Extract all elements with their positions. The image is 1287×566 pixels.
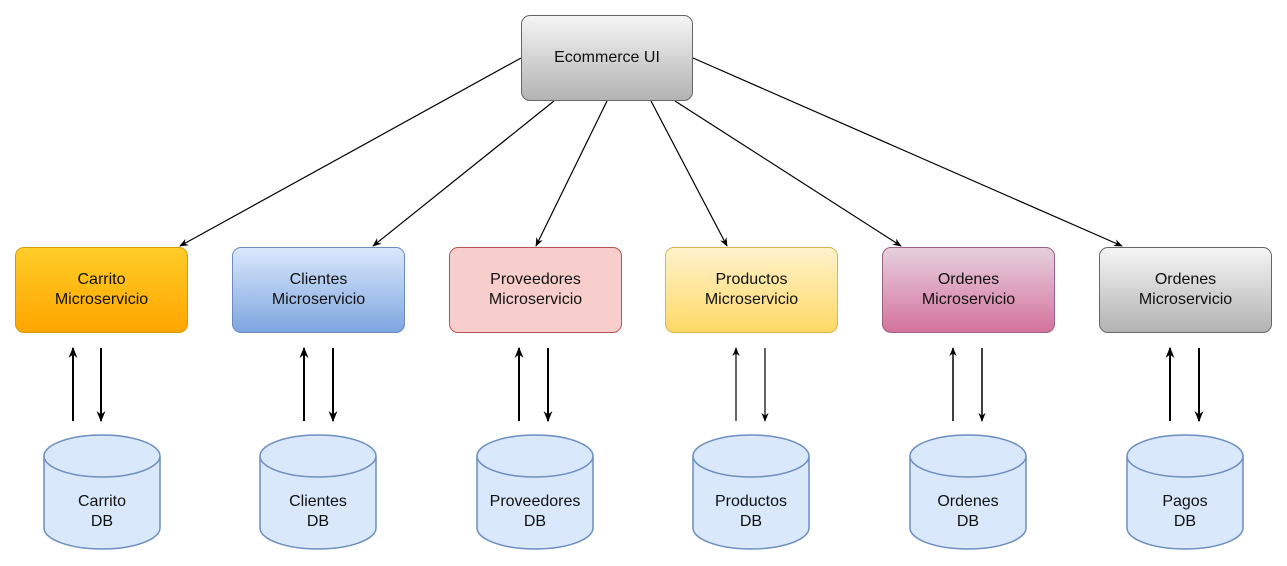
productos-service-node[interactable]: Productos Microservicio [665,247,838,333]
ordenes-db-name: Ordenes [937,493,999,510]
carrito-service-node[interactable]: Carrito Microservicio [15,247,188,333]
edge-ui-clientes [372,100,555,247]
ordenes-db-type: DB [956,513,980,530]
edge-ui-productos [650,100,728,247]
clientes-service-name: Clientes [289,271,348,288]
db-cylinder-ordenes [909,434,1027,550]
carrito-service-label: Carrito Microservicio [55,270,148,310]
proveedores-service-type: Microservicio [488,291,583,308]
carrito-db-name: Carrito [77,493,126,510]
carrito-service-type: Microservicio [54,291,149,308]
edge-ui-proveedores [535,100,608,247]
edge-ui-ordenes-2 [692,57,1123,247]
pagos-db-label: Pagos DB [1127,492,1243,532]
productos-db-name: Productos [714,493,788,510]
proveedores-db-type: DB [523,513,547,530]
ordenes-db-label: Ordenes DB [910,492,1026,532]
carrito-db-type: DB [90,513,114,530]
ordenes-service-label-2: Ordenes Microservicio [1139,270,1232,310]
clientes-service-node[interactable]: Clientes Microservicio [232,247,405,333]
db-cylinder-pagos [1126,434,1244,550]
pagos-db-type: DB [1173,513,1197,530]
ecommerce-ui-label: Ecommerce UI [554,49,660,66]
clientes-db-label: Clientes DB [260,492,376,532]
ordenes-service-type-2: Microservicio [1138,291,1233,308]
productos-db-type: DB [739,513,763,530]
edge-ui-ordenes [674,100,902,247]
productos-service-name: Productos [715,271,788,288]
service-db-edges [68,346,1204,423]
carrito-db-label: Carrito DB [44,492,160,532]
productos-service-label: Productos Microservicio [705,270,798,310]
proveedores-db-name: Proveedores [489,493,581,510]
proveedores-db-label: Proveedores DB [477,492,593,532]
proveedores-service-label: Proveedores Microservicio [489,270,582,310]
proveedores-service-name: Proveedores [490,271,581,288]
ecommerce-ui-node[interactable]: Ecommerce UI [521,15,693,101]
clientes-db-name: Clientes [289,493,347,510]
db-cylinder-carrito [43,434,161,550]
clientes-db-type: DB [306,513,330,530]
pagos-db-name: Pagos [1162,493,1208,510]
ui-to-service-edges [179,57,1123,247]
ordenes-service-name-2: Ordenes [1154,271,1217,288]
ordenes-service-type: Microservicio [921,291,1016,308]
carrito-service-name: Carrito [77,271,126,288]
db-cylinder-proveedores [476,434,594,550]
ordenes-service-label: Ordenes Microservicio [922,270,1015,310]
ordenes-service-name: Ordenes [937,271,1000,288]
proveedores-service-node[interactable]: Proveedores Microservicio [449,247,622,333]
edge-ui-carrito [179,57,522,247]
productos-service-type: Microservicio [704,291,799,308]
db-cylinder-productos [692,434,810,550]
clientes-service-type: Microservicio [271,291,366,308]
db-cylinder-clientes [259,434,377,550]
ordenes-service-node-2[interactable]: Ordenes Microservicio [1099,247,1272,333]
clientes-service-label: Clientes Microservicio [272,270,365,310]
productos-db-label: Productos DB [693,492,809,532]
ordenes-service-node[interactable]: Ordenes Microservicio [882,247,1055,333]
